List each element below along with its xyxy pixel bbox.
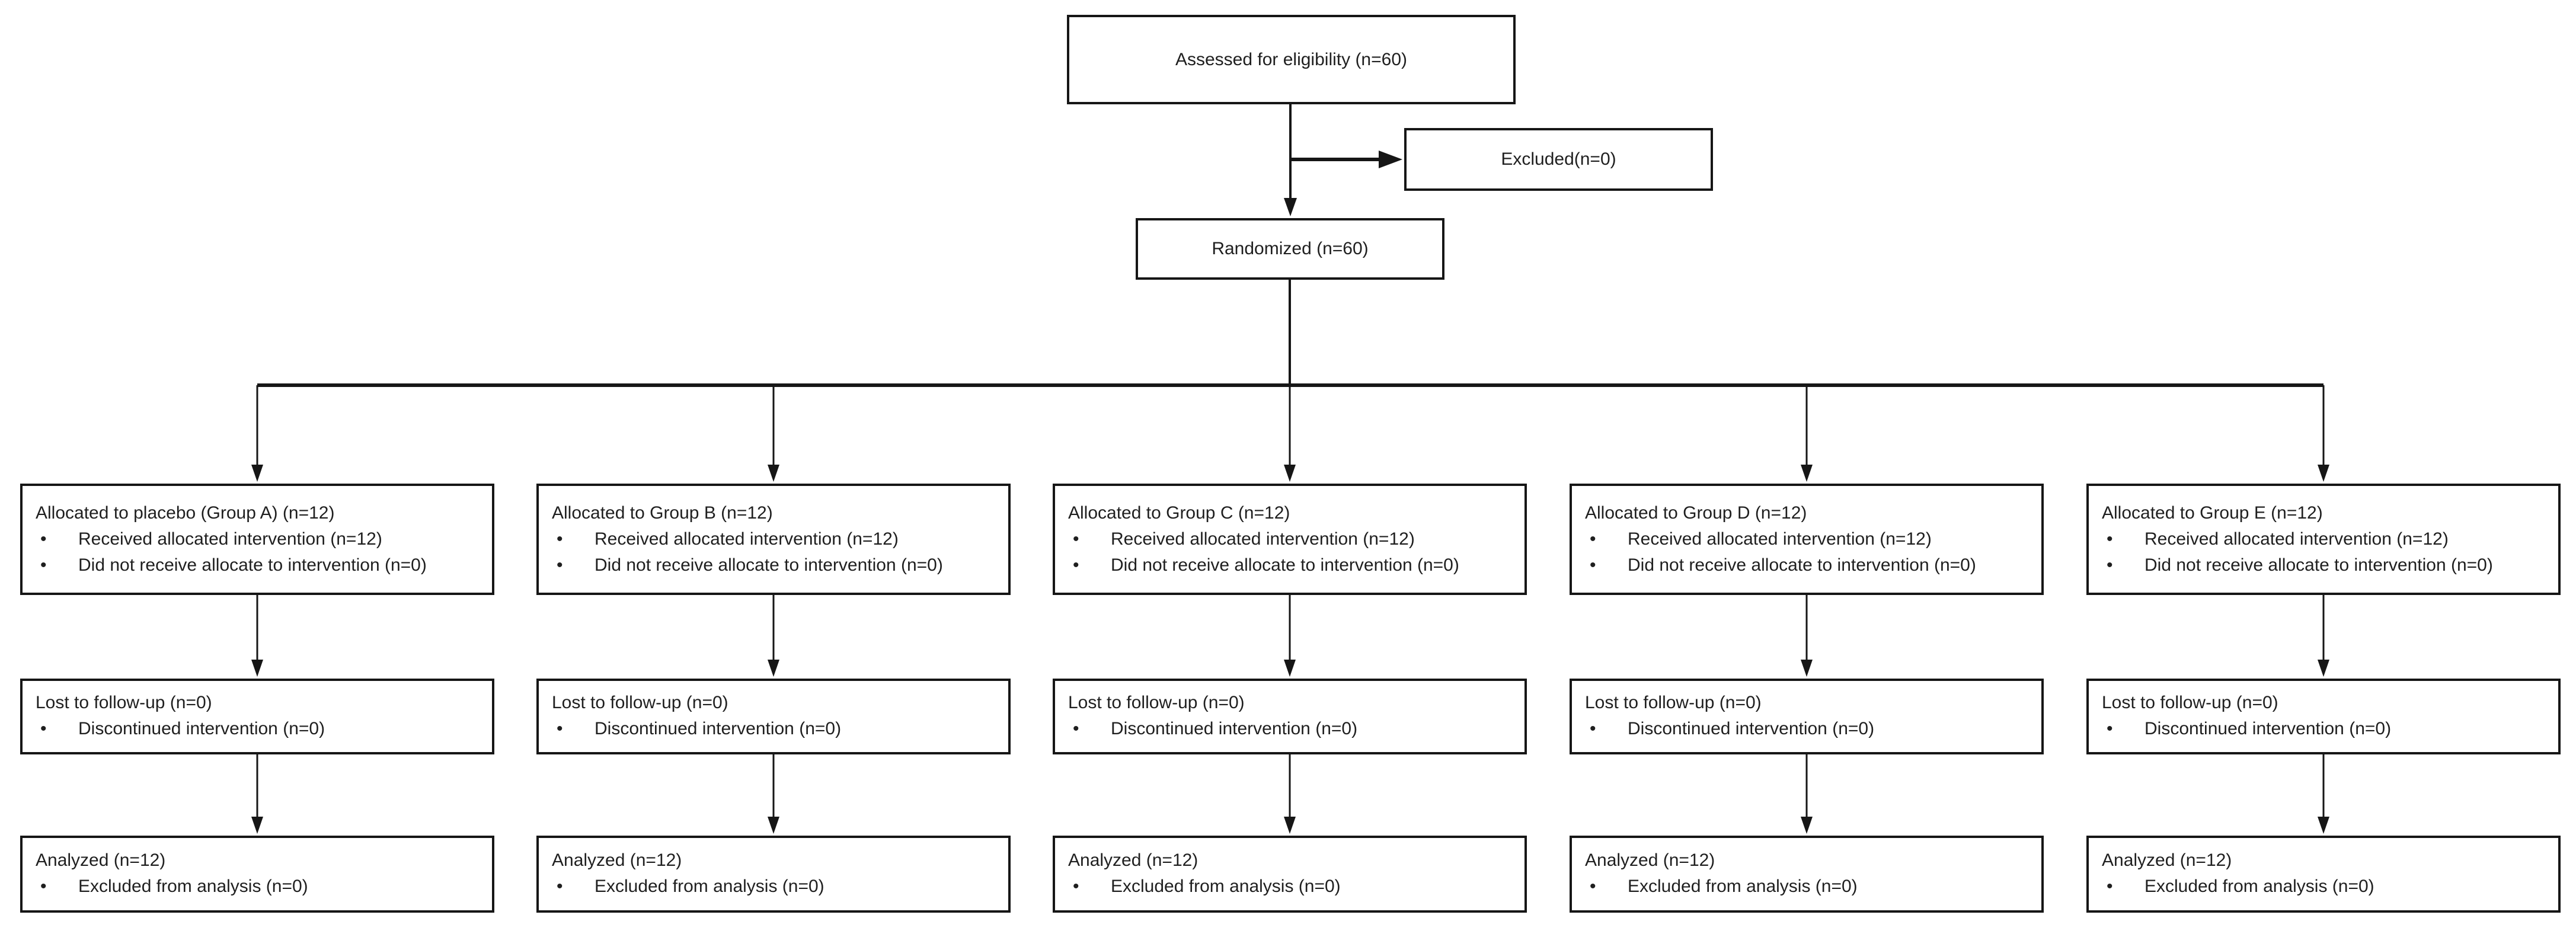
bullet-item: Discontinued intervention (n=0) — [2102, 716, 2548, 742]
analyzed-box-group-d: Analyzed (n=12) Excluded from analysis (… — [1570, 836, 2044, 913]
bullet-item: Did not receive allocate to intervention… — [1068, 552, 1514, 578]
analyzed-box-group-c: Analyzed (n=12) Excluded from analysis (… — [1053, 836, 1527, 913]
bullet-item: Discontinued intervention (n=0) — [1585, 716, 2031, 742]
bullet-item: Excluded from analysis (n=0) — [36, 874, 481, 900]
arrow-followup-to-analyzed-c — [1284, 754, 1296, 834]
box-title: Analyzed (n=12) — [36, 850, 166, 870]
bullet-item: Received allocated intervention (n=12) — [552, 526, 998, 552]
arrow-split-to-group-b — [768, 385, 779, 482]
arrow-allocation-to-followup-b — [768, 595, 779, 677]
box-title: Lost to follow-up (n=0) — [2102, 693, 2278, 712]
box-title: Analyzed (n=12) — [552, 850, 682, 870]
arrow-split-to-group-a — [251, 385, 263, 482]
arrow-followup-to-analyzed-a — [251, 754, 263, 834]
arrow-followup-to-analyzed-b — [768, 754, 779, 834]
bullet-item: Did not receive allocate to intervention… — [1585, 552, 2031, 578]
followup-box-group-c: Lost to follow-up (n=0) Discontinued int… — [1053, 679, 1527, 754]
bullet-item: Did not receive allocate to intervention… — [552, 552, 998, 578]
box-title: Lost to follow-up (n=0) — [1585, 693, 1762, 712]
bullet-item: Excluded from analysis (n=0) — [552, 874, 998, 900]
allocation-box-group-a: Allocated to placebo (Group A) (n=12) Re… — [20, 484, 494, 595]
box-title: Lost to follow-up (n=0) — [36, 693, 212, 712]
followup-box-group-e: Lost to follow-up (n=0) Discontinued int… — [2086, 679, 2561, 754]
box-title: Analyzed (n=12) — [1585, 850, 1715, 870]
bullet-item: Discontinued intervention (n=0) — [552, 716, 998, 742]
bullet-item: Received allocated intervention (n=12) — [1068, 526, 1514, 552]
box-title: Analyzed (n=12) — [2102, 850, 2232, 870]
bullet-item: Excluded from analysis (n=0) — [1068, 874, 1514, 900]
box-title: Lost to follow-up (n=0) — [552, 693, 728, 712]
arrow-allocation-to-followup-e — [2318, 595, 2329, 677]
allocation-box-group-c: Allocated to Group C (n=12) Received all… — [1053, 484, 1527, 595]
bullet-item: Discontinued intervention (n=0) — [1068, 716, 1514, 742]
bullet-item: Excluded from analysis (n=0) — [2102, 874, 2548, 900]
allocation-box-group-e: Allocated to Group E (n=12) Received all… — [2086, 484, 2561, 595]
box-title: Allocated to Group C (n=12) — [1068, 503, 1290, 523]
arrow-split-to-group-d — [1801, 385, 1813, 482]
arrow-allocation-to-followup-a — [251, 595, 263, 677]
analyzed-box-group-a: Analyzed (n=12) Excluded from analysis (… — [20, 836, 494, 913]
box-title: Allocated to Group E (n=12) — [2102, 503, 2323, 523]
followup-box-group-a: Lost to follow-up (n=0) Discontinued int… — [20, 679, 494, 754]
box-title: Allocated to Group D (n=12) — [1585, 503, 1807, 523]
bullet-item: Received allocated intervention (n=12) — [36, 526, 481, 552]
bullet-item: Discontinued intervention (n=0) — [36, 716, 481, 742]
arrow-branch-to-excluded — [1290, 151, 1402, 168]
allocation-box-group-d: Allocated to Group D (n=12) Received all… — [1570, 484, 2044, 595]
followup-box-group-b: Lost to follow-up (n=0) Discontinued int… — [536, 679, 1011, 754]
arrow-split-to-group-e — [2318, 385, 2329, 482]
excluded-box: Excluded(n=0) — [1404, 128, 1713, 191]
allocation-box-group-b: Allocated to Group B (n=12) Received all… — [536, 484, 1011, 595]
assessed-box: Assessed for eligibility (n=60) — [1067, 15, 1516, 104]
bullet-item: Did not receive allocate to intervention… — [36, 552, 481, 578]
bullet-item: Received allocated intervention (n=12) — [1585, 526, 2031, 552]
arrow-followup-to-analyzed-d — [1801, 754, 1813, 834]
bullet-item: Received allocated intervention (n=12) — [2102, 526, 2548, 552]
randomized-label: Randomized (n=60) — [1212, 239, 1369, 258]
assessed-label: Assessed for eligibility (n=60) — [1175, 49, 1407, 69]
arrow-split-to-group-c — [1284, 385, 1296, 482]
arrow-allocation-to-followup-d — [1801, 595, 1813, 677]
randomized-box: Randomized (n=60) — [1136, 218, 1444, 280]
arrow-assessed-to-randomized — [1284, 104, 1297, 216]
arrow-allocation-to-followup-c — [1284, 595, 1296, 677]
box-title: Lost to follow-up (n=0) — [1068, 693, 1245, 712]
analyzed-box-group-e: Analyzed (n=12) Excluded from analysis (… — [2086, 836, 2561, 913]
box-title: Analyzed (n=12) — [1068, 850, 1198, 870]
bullet-item: Did not receive allocate to intervention… — [2102, 552, 2548, 578]
box-title: Allocated to Group B (n=12) — [552, 503, 773, 523]
analyzed-box-group-b: Analyzed (n=12) Excluded from analysis (… — [536, 836, 1011, 913]
bullet-item: Excluded from analysis (n=0) — [1585, 874, 2031, 900]
box-title: Allocated to placebo (Group A) (n=12) — [36, 503, 335, 523]
excluded-label: Excluded(n=0) — [1501, 149, 1616, 169]
followup-box-group-d: Lost to follow-up (n=0) Discontinued int… — [1570, 679, 2044, 754]
arrow-followup-to-analyzed-e — [2318, 754, 2329, 834]
